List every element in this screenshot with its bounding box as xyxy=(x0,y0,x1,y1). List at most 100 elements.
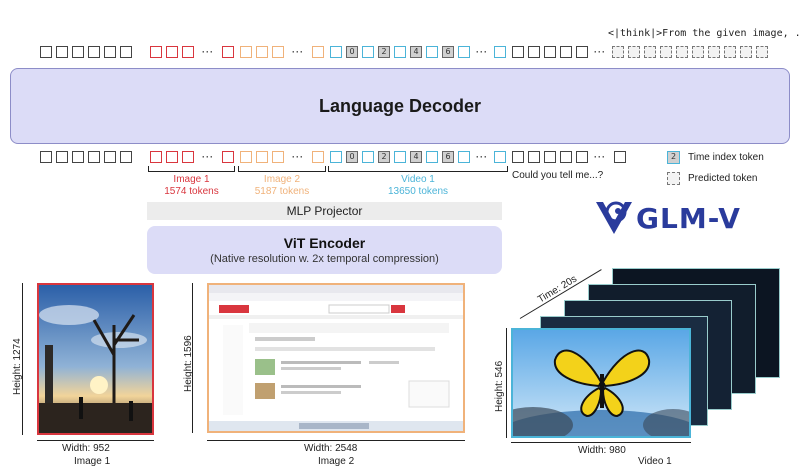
video1-thumbnail xyxy=(511,328,691,438)
image1-bracket xyxy=(148,166,235,172)
predicted-token xyxy=(660,46,672,58)
legend-predicted-swatch xyxy=(667,172,680,185)
ellipsis: ··· xyxy=(292,152,304,162)
image1-token xyxy=(150,46,162,58)
segment-name: Image 1 xyxy=(173,174,210,185)
logo-text: GLM-V xyxy=(636,202,741,235)
token xyxy=(576,151,588,163)
ellipsis: ··· xyxy=(292,47,304,57)
ellipsis: ··· xyxy=(594,47,606,57)
segment-token-count: 5187 tokens xyxy=(254,186,310,197)
ellipsis: ··· xyxy=(202,47,214,57)
image1-token xyxy=(150,151,162,163)
image2-token xyxy=(256,151,268,163)
image1-height-arrow xyxy=(22,283,23,435)
image2-thumbnail xyxy=(207,283,465,433)
image2-segment-label: Image 2 5187 tokens xyxy=(238,174,326,198)
time-index-token: 6 xyxy=(442,46,454,58)
input-text: Could you tell me...? xyxy=(512,170,604,181)
image2-height-label: Height: 1596 xyxy=(183,335,194,392)
video1-token xyxy=(362,151,374,163)
token xyxy=(104,151,116,163)
time-index-token: 0 xyxy=(346,46,358,58)
segment-name: Video 1 xyxy=(401,174,435,185)
token xyxy=(40,151,52,163)
video1-token xyxy=(494,46,506,58)
token xyxy=(72,151,84,163)
image1-width-arrow xyxy=(37,440,154,441)
ellipsis: ··· xyxy=(476,152,488,162)
video1-token xyxy=(394,151,406,163)
segment-token-count: 1574 tokens xyxy=(164,186,219,197)
video1-token xyxy=(330,46,342,58)
vit-subtitle: (Native resolution w. 2x temporal compre… xyxy=(210,253,439,265)
video1-bracket xyxy=(328,166,508,172)
predicted-token xyxy=(708,46,720,58)
video1-token xyxy=(426,46,438,58)
vit-title: ViT Encoder xyxy=(283,235,366,251)
legend-time-index-swatch: 2 xyxy=(667,151,680,164)
time-index-token: 4 xyxy=(410,46,422,58)
ellipsis: ··· xyxy=(476,47,488,57)
video1-token xyxy=(494,151,506,163)
image2-token xyxy=(240,151,252,163)
image2-token xyxy=(256,46,268,58)
time-index-token: 2 xyxy=(378,46,390,58)
image1-token xyxy=(182,46,194,58)
token xyxy=(120,151,132,163)
image2-token xyxy=(312,46,324,58)
video1-token xyxy=(426,151,438,163)
token xyxy=(56,46,68,58)
token xyxy=(528,46,540,58)
image1-token xyxy=(222,151,234,163)
token xyxy=(528,151,540,163)
video1-height-arrow xyxy=(506,328,507,438)
time-index-token: 0 xyxy=(346,151,358,163)
predicted-token xyxy=(692,46,704,58)
image1-segment-label: Image 1 1574 tokens xyxy=(148,174,235,198)
token xyxy=(512,151,524,163)
time-index-token: 4 xyxy=(410,151,422,163)
video1-width-label: Width: 980 xyxy=(578,445,626,456)
time-index-token: 6 xyxy=(442,151,454,163)
video1-token xyxy=(330,151,342,163)
image1-height-label: Height: 1274 xyxy=(12,338,23,395)
output-text: <|think|>From the given image, ... xyxy=(608,28,800,39)
token xyxy=(56,151,68,163)
time-index-token: 2 xyxy=(378,151,390,163)
video1-token xyxy=(394,46,406,58)
mlp-projector: MLP Projector xyxy=(147,202,502,220)
language-decoder: Language Decoder xyxy=(10,68,790,144)
glm-logo-icon xyxy=(592,196,636,240)
token xyxy=(544,46,556,58)
video1-height-label: Height: 546 xyxy=(494,360,505,412)
token xyxy=(88,46,100,58)
image1-thumbnail xyxy=(37,283,154,435)
video1-token xyxy=(458,46,470,58)
image1-caption: Image 1 xyxy=(74,456,111,467)
token xyxy=(120,46,132,58)
segment-token-count: 13650 tokens xyxy=(387,186,449,197)
predicted-token xyxy=(724,46,736,58)
ellipsis: ··· xyxy=(594,152,606,162)
image2-token xyxy=(272,151,284,163)
predicted-token xyxy=(756,46,768,58)
token xyxy=(576,46,588,58)
legend-predicted-label: Predicted token xyxy=(688,173,758,184)
image2-width-label: Width: 2548 xyxy=(304,443,358,454)
image2-bracket xyxy=(238,166,326,172)
image1-token xyxy=(222,46,234,58)
image2-token xyxy=(240,46,252,58)
legend-time-index-label: Time index token xyxy=(688,152,764,163)
ellipsis: ··· xyxy=(202,152,214,162)
image1-width-label: Width: 952 xyxy=(62,443,110,454)
token xyxy=(512,46,524,58)
video1-caption: Video 1 xyxy=(638,456,672,467)
predicted-token xyxy=(644,46,656,58)
image2-token xyxy=(272,46,284,58)
predicted-token xyxy=(628,46,640,58)
token xyxy=(560,46,572,58)
vit-encoder: ViT Encoder (Native resolution w. 2x tem… xyxy=(147,226,502,274)
image2-width-arrow xyxy=(207,440,465,441)
video1-token xyxy=(458,151,470,163)
